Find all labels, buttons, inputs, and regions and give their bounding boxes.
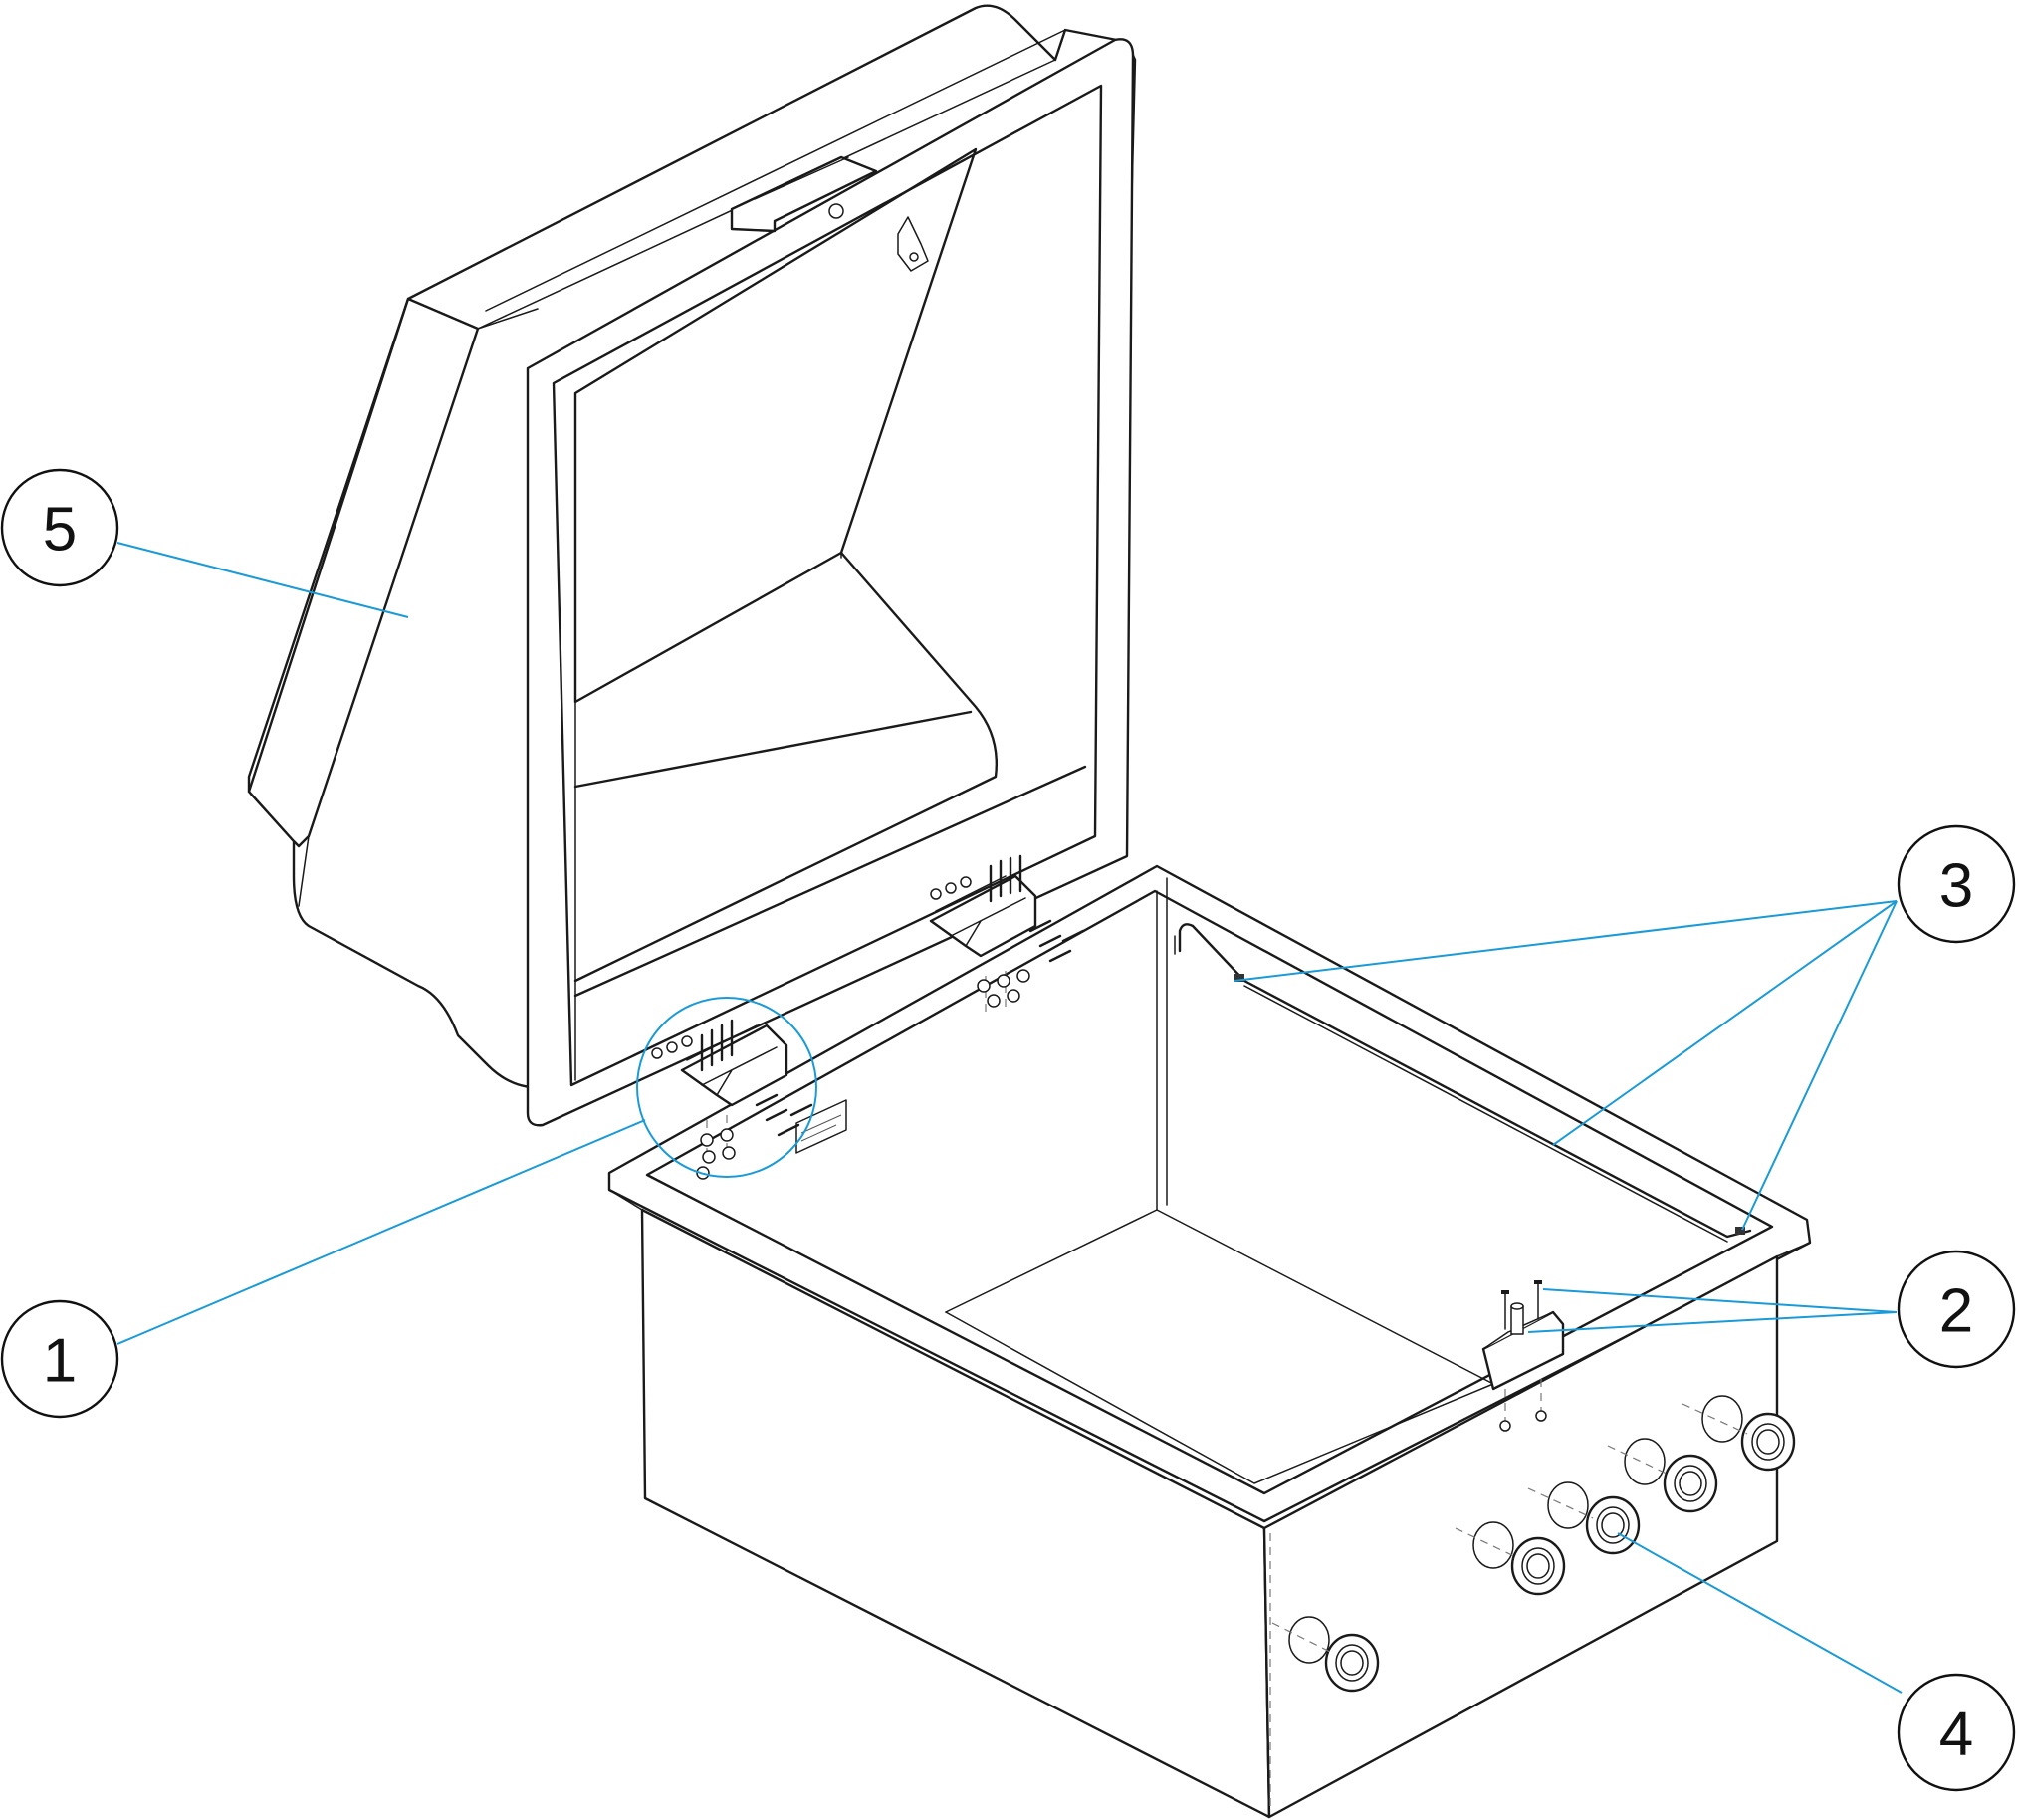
gland-hole xyxy=(1472,1521,1514,1569)
hinge-nut xyxy=(722,1146,736,1160)
leader-2b xyxy=(1527,1311,1898,1333)
cable-glands xyxy=(1271,1395,1796,1693)
lid-side-lower xyxy=(298,308,539,907)
hinge-washer xyxy=(960,876,972,888)
hinge-nut xyxy=(720,1128,734,1142)
gland-nut-inner xyxy=(1674,1465,1707,1502)
callout-5: 5 xyxy=(0,468,119,587)
gland-hole xyxy=(1288,1616,1330,1664)
leader-4 xyxy=(1617,1532,1903,1694)
gland-nut-inner2 xyxy=(1601,1512,1625,1538)
gland-nut-inner xyxy=(1335,1644,1369,1682)
callout-3-label: 3 xyxy=(1939,852,1973,921)
box-inner-floor xyxy=(945,1311,1494,1484)
hinge-bolts xyxy=(1028,919,1085,963)
lid-latch-hole xyxy=(909,252,919,262)
gland-nut-inner2 xyxy=(1340,1650,1364,1676)
box-rim-front-edge xyxy=(608,1189,1811,1257)
hinge-nut xyxy=(987,994,1001,1008)
box-inner-back-right xyxy=(1156,1209,1494,1385)
gland-dash xyxy=(1271,1622,1333,1654)
gland-dash xyxy=(1607,1445,1672,1477)
lid-handle-slot xyxy=(730,155,878,233)
leader-2a xyxy=(1542,1288,1898,1313)
leader-3b xyxy=(1552,900,1898,1146)
lid-inner-floor xyxy=(573,551,998,983)
latch-nut-a xyxy=(1499,1420,1511,1432)
leader-1 xyxy=(116,1119,646,1345)
box-wall-right xyxy=(1262,1254,1779,1819)
label-plate-lines xyxy=(800,1114,842,1142)
gland-nut-inner2 xyxy=(1679,1471,1702,1496)
callout-4: 4 xyxy=(1897,1673,2016,1792)
gland-nut-inner2 xyxy=(1526,1553,1550,1579)
gland-hole xyxy=(1701,1395,1743,1443)
gland-dash xyxy=(1527,1487,1594,1519)
gland-dash xyxy=(1682,1403,1748,1435)
leader-3a xyxy=(1234,900,1898,982)
hinge-washer xyxy=(666,1041,678,1053)
gland-nut-inner xyxy=(1751,1423,1785,1461)
latch-screw-head-a xyxy=(1501,1290,1509,1294)
leader-5 xyxy=(116,542,409,618)
hinge-nut xyxy=(700,1133,714,1147)
gland-hole xyxy=(1547,1481,1589,1529)
hinge-washer xyxy=(681,1035,693,1047)
box-body xyxy=(607,864,1812,1819)
latch-pin xyxy=(1510,1305,1524,1335)
latch-nut-dash xyxy=(1504,1379,1542,1424)
gland-nut xyxy=(1510,1536,1566,1596)
lid-latch-bracket xyxy=(897,216,929,272)
latch-screw-head-b xyxy=(1534,1280,1542,1284)
gland-nut-inner2 xyxy=(1756,1429,1780,1455)
hinge-washer xyxy=(651,1047,663,1059)
hinge-detail-circle xyxy=(636,997,817,1178)
hinge-nut xyxy=(702,1150,716,1164)
hinge-washer xyxy=(945,882,957,894)
hinge-assembly-left xyxy=(636,997,817,1180)
callout-4-label: 4 xyxy=(1939,1701,1973,1769)
hinge-nut xyxy=(977,979,991,993)
hinge-screws xyxy=(700,1019,734,1072)
gland-nut xyxy=(1324,1633,1380,1693)
latch-pin-top xyxy=(1510,1302,1524,1310)
gland-hole xyxy=(1624,1438,1666,1485)
gland-nut xyxy=(1585,1495,1641,1555)
gland-nut-inner xyxy=(1596,1506,1630,1544)
seal-rod-line-2 xyxy=(1174,935,1728,1243)
callout-1-label: 1 xyxy=(43,1327,77,1396)
callout-3: 3 xyxy=(1897,824,2016,944)
hinge-screws xyxy=(989,854,1022,903)
leader-3c xyxy=(1741,900,1898,1231)
hinge-bolts xyxy=(755,1093,813,1137)
gland-dash xyxy=(1455,1527,1519,1559)
callout-2: 2 xyxy=(1897,1250,2016,1369)
hinge-nut xyxy=(1016,969,1030,983)
lid-inner-ledge xyxy=(573,710,1087,998)
gland-nut-inner xyxy=(1521,1547,1555,1585)
seal-clip-b xyxy=(1735,1227,1745,1235)
gland-nut xyxy=(1740,1412,1796,1472)
hinge-assembly-right xyxy=(929,854,1085,1016)
hinge-leaf xyxy=(935,875,1026,947)
gland-nut xyxy=(1663,1454,1718,1513)
hinge-nut xyxy=(1007,989,1020,1003)
callout-1: 1 xyxy=(0,1299,119,1419)
callout-5-label: 5 xyxy=(43,496,77,565)
lid-inner-bottom xyxy=(574,552,842,1081)
leader-lines xyxy=(116,542,1903,1694)
hinge-washer xyxy=(930,888,942,900)
seal-rod-line xyxy=(1178,923,1752,1239)
lid-lock-hole xyxy=(828,203,844,219)
lid-handle-inner xyxy=(754,156,849,200)
callout-2-label: 2 xyxy=(1939,1277,1973,1346)
lid-assembly xyxy=(247,4,1137,1127)
seal-rod xyxy=(1174,923,1752,1243)
seal-clip-a xyxy=(1234,974,1244,982)
hinge-nut xyxy=(997,974,1010,988)
latch-nut-b xyxy=(1535,1410,1547,1422)
